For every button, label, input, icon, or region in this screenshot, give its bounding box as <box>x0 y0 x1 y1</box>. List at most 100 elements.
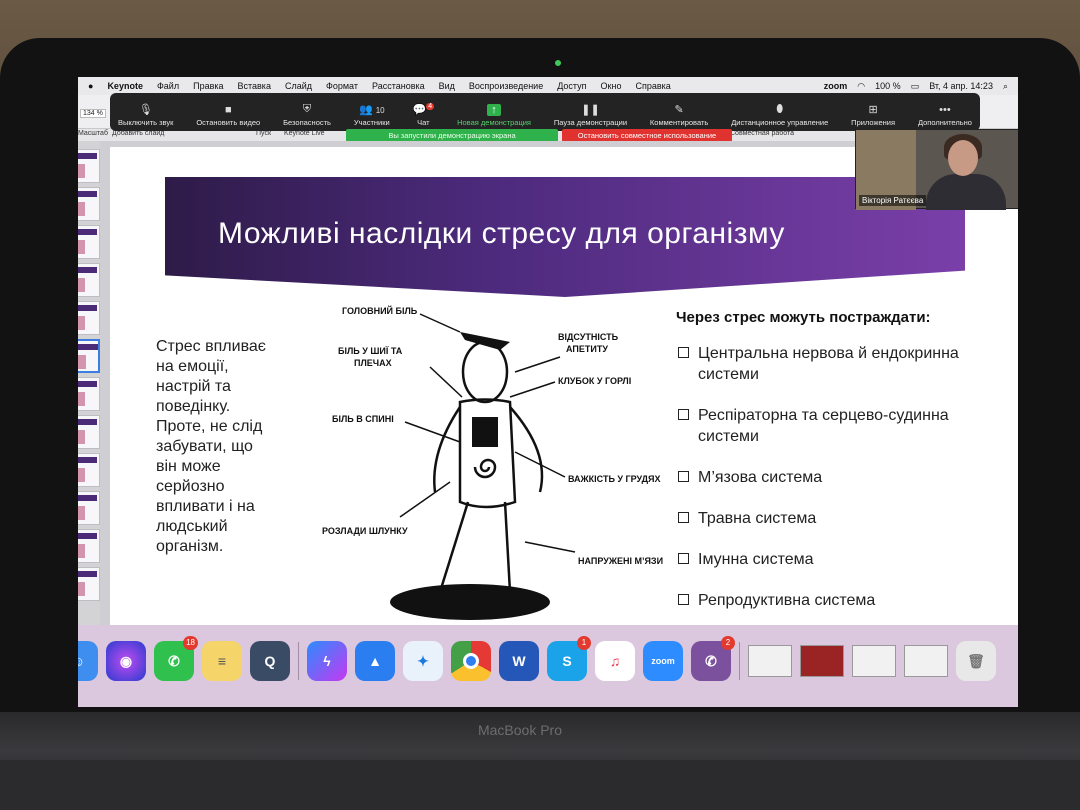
list-item: Центральна нервова й ендокринна системи <box>676 343 1006 385</box>
chrome-icon[interactable] <box>451 641 491 681</box>
menu-share[interactable]: Доступ <box>557 81 587 91</box>
menu-edit[interactable]: Правка <box>193 81 224 91</box>
apple-menu-icon[interactable]: ● <box>88 81 94 91</box>
trash-icon[interactable]: 🗑 <box>956 641 996 681</box>
minimized-window[interactable] <box>904 645 948 677</box>
slide[interactable]: Можливі наслідки стресу для організму Ст… <box>110 147 1018 625</box>
mouse-icon: ⬮ <box>776 103 784 115</box>
facetime-icon[interactable]: ✆18 <box>154 636 198 681</box>
menu-file[interactable]: Файл <box>156 81 180 91</box>
more-button[interactable]: ••• Дополнительно <box>917 104 972 127</box>
viber-icon[interactable]: ✆2 <box>691 636 735 681</box>
stop-share-button[interactable]: Остановить совместное использование <box>562 129 732 142</box>
remote-control-button[interactable]: ⬮ Дистанционное управление <box>731 103 829 127</box>
label-neck-pain-2: ПЛЕЧАХ <box>354 358 392 368</box>
annotate-button[interactable]: ✎ Комментировать <box>649 104 709 127</box>
chat-button[interactable]: 💬4 Чат <box>412 103 435 127</box>
slide-title[interactable]: Можливі наслідки стресу для організму <box>218 217 785 250</box>
view-label[interactable]: Масштаб <box>78 130 108 137</box>
label-chest: ВАЖКІСТЬ У ГРУДЯХ <box>568 474 661 484</box>
pause-share-button[interactable]: ❚❚ Пауза демонстрации <box>553 104 628 127</box>
intro-line: організм. <box>156 538 224 555</box>
figure-right-leg <box>503 501 512 593</box>
search-icon[interactable]: ⌕ <box>1002 80 1008 91</box>
menu-insert[interactable]: Вставка <box>237 81 271 91</box>
slide-thumbnail[interactable] <box>78 529 100 563</box>
add-slide-label[interactable]: Добавить слайд <box>112 130 165 137</box>
list-item: Травна система <box>676 508 1006 529</box>
minimized-window[interactable] <box>800 645 844 677</box>
checkbox-bullet-icon <box>678 512 689 523</box>
messenger-icon[interactable]: ϟ <box>307 641 347 681</box>
slide-thumbnail[interactable] <box>78 415 100 449</box>
participants-button[interactable]: 👥 10 Участники <box>353 104 390 127</box>
music-icon[interactable]: ♫ <box>595 641 635 681</box>
keynote-live-label[interactable]: Keynote Live <box>284 130 325 137</box>
intro-line: на емоції, <box>156 358 229 375</box>
intro-text[interactable]: Стрес впливає на емоції, настрій та пове… <box>156 337 306 557</box>
chest-block <box>472 417 498 447</box>
stop-video-button[interactable]: ■ Остановить видео <box>196 104 261 127</box>
menu-app-name[interactable]: Keynote <box>107 81 143 91</box>
keynote-icon[interactable]: ▲ <box>355 641 395 681</box>
participants-icon: 👥 10 <box>358 104 385 116</box>
collaborate-label[interactable]: Совместная работа <box>730 130 795 137</box>
finder-icon[interactable]: ☺ <box>78 641 98 681</box>
quicktime-icon[interactable]: Q <box>250 641 290 681</box>
intro-line: серйозно <box>156 478 225 495</box>
facetime-badge: 18 <box>183 636 198 650</box>
wifi-icon[interactable]: ◠ <box>857 80 866 91</box>
slide-thumbnail[interactable] <box>78 491 100 525</box>
figure-head <box>461 340 509 404</box>
affected-systems-list[interactable]: Центральна нервова й ендокринна системи … <box>676 343 1006 631</box>
menu-view[interactable]: Вид <box>438 81 455 91</box>
intro-line: настрій та <box>156 378 231 395</box>
intro-line: поведінку. <box>156 398 231 415</box>
slide-thumbnail-selected[interactable] <box>78 339 100 373</box>
slide-thumbnail[interactable] <box>78 453 100 487</box>
notes-icon[interactable]: ≡ <box>202 641 242 681</box>
word-icon[interactable]: W <box>499 641 539 681</box>
zoom-menu-extra[interactable]: zoom <box>823 81 848 91</box>
slide-thumbnail[interactable] <box>78 377 100 411</box>
label-throat: КЛУБОК У ГОРЛІ <box>558 376 631 386</box>
minimized-window[interactable] <box>748 645 792 677</box>
minimized-window[interactable] <box>852 645 896 677</box>
battery-icon[interactable]: ▭ <box>910 80 920 91</box>
menu-arrange[interactable]: Расстановка <box>371 81 425 91</box>
new-share-button[interactable]: ↑ Новая демонстрация <box>457 104 531 127</box>
mute-button[interactable]: 🎙 Выключить звук <box>118 104 174 127</box>
menu-format[interactable]: Формат <box>326 81 358 91</box>
apps-button[interactable]: ⊞ Приложения <box>851 104 896 127</box>
security-button[interactable]: ⛨ Безопасность <box>283 103 331 127</box>
checkbox-bullet-icon <box>678 594 689 605</box>
slide-thumbnail[interactable] <box>78 225 100 259</box>
label-muscles: НАПРУЖЕНІ М’ЯЗИ <box>578 556 663 566</box>
figure-left-leg <box>438 501 470 593</box>
slide-thumbnail[interactable] <box>78 149 100 183</box>
menu-slide[interactable]: Слайд <box>284 81 312 91</box>
safari-icon[interactable]: ✦ <box>403 641 443 681</box>
slide-thumbnail[interactable] <box>78 301 100 335</box>
participant-video[interactable]: Вікторія Ратєєва <box>855 129 1018 210</box>
skype-badge: 1 <box>577 636 591 650</box>
menu-help[interactable]: Справка <box>635 81 671 91</box>
play-label[interactable]: Пуск <box>256 130 272 137</box>
label-appetite-2: АПЕТИТУ <box>566 344 608 354</box>
pause-icon: ❚❚ <box>581 104 600 116</box>
menu-window[interactable]: Окно <box>600 81 622 91</box>
menu-play[interactable]: Воспроизведение <box>468 81 544 91</box>
screen: ● Keynote Файл Правка Вставка Слайд Форм… <box>78 77 1018 707</box>
clock[interactable]: Вт, 4 апр. 14:23 <box>929 81 993 91</box>
checkbox-bullet-icon <box>678 553 689 564</box>
viber-badge: 2 <box>721 636 735 650</box>
affected-systems-title[interactable]: Через стрес можуть постраждати: <box>676 309 931 326</box>
slide-thumbnail[interactable] <box>78 187 100 221</box>
zoom-level-select[interactable]: 134 % <box>80 109 106 118</box>
slide-thumbnail[interactable] <box>78 263 100 297</box>
slide-canvas[interactable]: Можливі наслідки стресу для організму Ст… <box>100 141 1018 625</box>
siri-icon[interactable]: ◉ <box>106 641 146 681</box>
slide-thumbnail[interactable] <box>78 567 100 601</box>
zoom-icon[interactable]: zoom <box>643 641 683 681</box>
